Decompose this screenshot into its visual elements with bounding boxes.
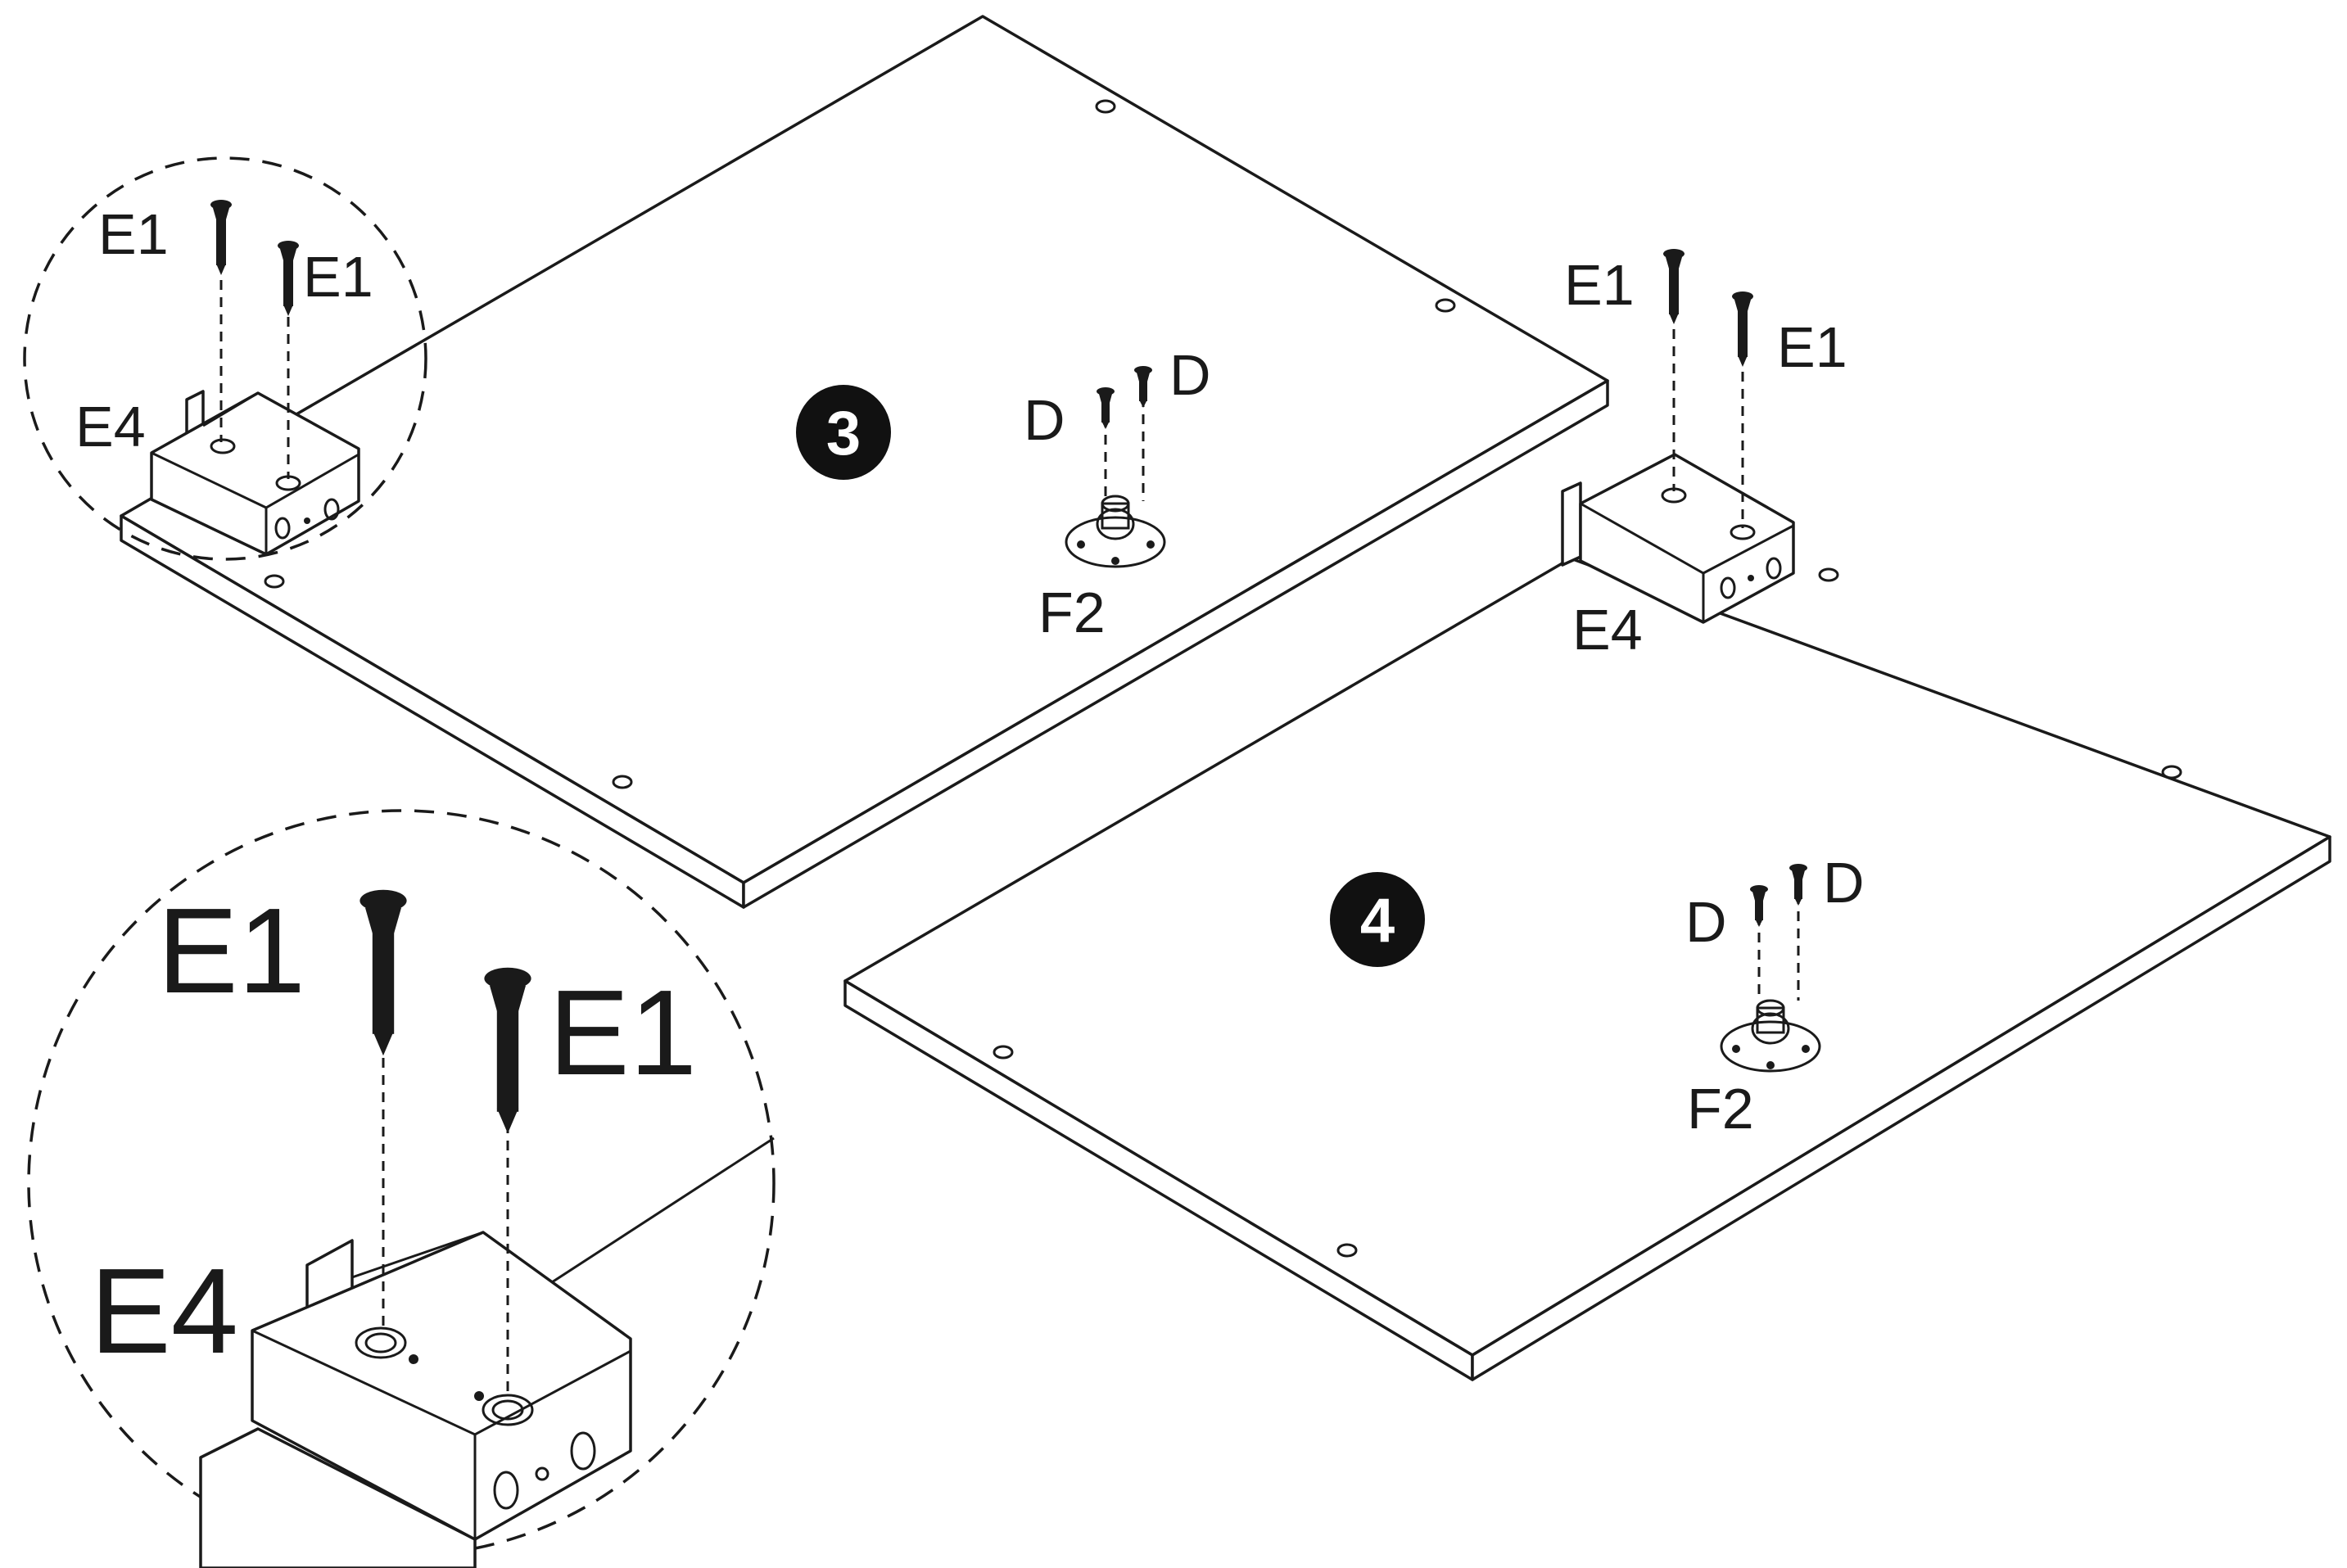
label-e4-4: E4 xyxy=(1572,598,1643,662)
label-d-right-3: D xyxy=(1169,343,1211,407)
label-d-left-4: D xyxy=(1685,890,1727,954)
label-e1-large-b: E1 xyxy=(549,965,697,1100)
label-e1-4b: E1 xyxy=(1777,315,1847,379)
label-f2-3: F2 xyxy=(1038,581,1106,644)
detail-enlargement xyxy=(27,809,776,1568)
screw-icon xyxy=(360,889,407,1056)
panel-step-4 xyxy=(843,557,2331,1381)
detail-circle-small xyxy=(23,156,427,561)
label-e1-large-a: E1 xyxy=(157,883,305,1019)
label-d-left-3: D xyxy=(1024,388,1065,452)
svg-text:4: 4 xyxy=(1360,886,1395,956)
label-e1-3a: E1 xyxy=(98,202,169,266)
corner-bracket-icon xyxy=(150,390,360,556)
step-3-badge: 3 xyxy=(796,385,891,480)
label-d-right-4: D xyxy=(1823,851,1865,915)
hinge-plate-icon xyxy=(1065,366,1166,568)
label-f2-4: F2 xyxy=(1687,1077,1754,1141)
label-e1-3b: E1 xyxy=(303,245,373,309)
panel-step-3-holes xyxy=(264,99,1456,789)
label-e4-large: E4 xyxy=(90,1244,238,1379)
label-e1-4a: E1 xyxy=(1564,253,1635,317)
screw-icon xyxy=(484,967,531,1134)
svg-text:3: 3 xyxy=(826,399,861,468)
hinge-plate-icon xyxy=(1720,864,1821,1073)
panel-step-4-holes xyxy=(993,567,2182,1258)
label-e4-3: E4 xyxy=(75,395,146,459)
step-4-badge: 4 xyxy=(1330,872,1425,967)
